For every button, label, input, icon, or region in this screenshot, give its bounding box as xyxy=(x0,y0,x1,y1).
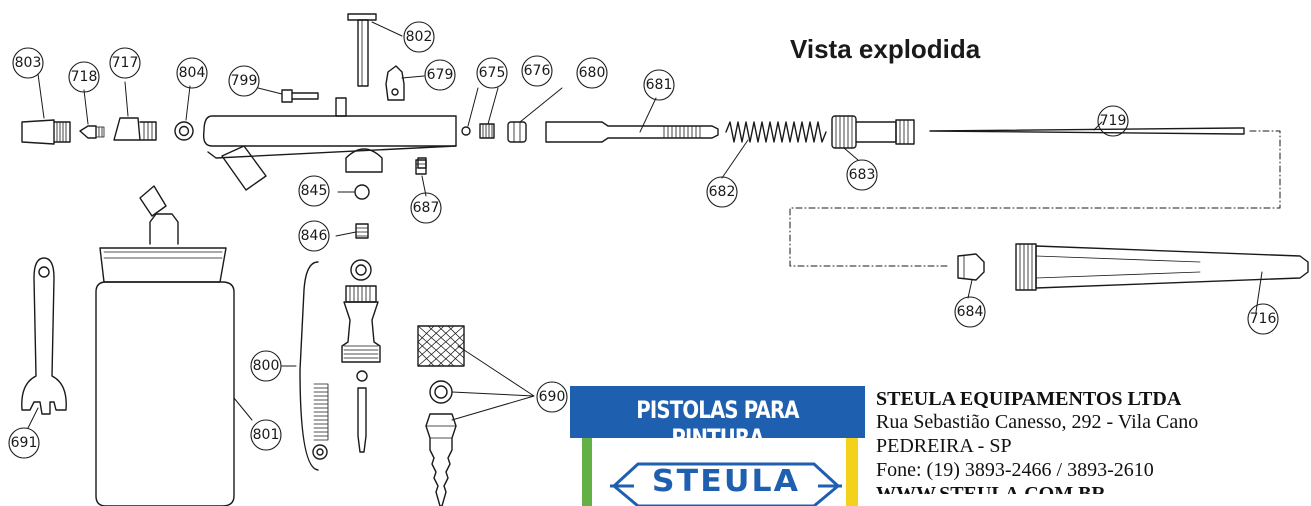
part-719-needle xyxy=(929,127,1245,135)
label-846: 846 xyxy=(301,228,328,244)
part-803-nozzle-cap xyxy=(21,119,71,145)
part-801-jar xyxy=(95,185,235,506)
company-info: STEULA EQUIPAMENTOS LTDA Rua Sebastião C… xyxy=(876,388,1198,494)
label-680: 680 xyxy=(579,65,606,81)
logo-brand-text: STEULA xyxy=(651,464,801,499)
part-717-head xyxy=(113,117,157,141)
label-687: 687 xyxy=(413,200,440,216)
label-800: 800 xyxy=(253,358,280,374)
part-799-screw xyxy=(281,89,319,103)
part-716-handle xyxy=(1015,243,1309,291)
steula-logo: PISTOLAS PARA PINTURA STEULA xyxy=(570,386,865,506)
company-phone: Fone: (19) 3893-2466 / 3893-2610 xyxy=(876,459,1154,481)
label-717: 717 xyxy=(112,55,139,71)
label-799: 799 xyxy=(231,73,258,89)
part-846-spring-small xyxy=(355,223,369,239)
label-circles xyxy=(8,21,1279,459)
part-718-nozzle xyxy=(79,125,105,139)
label-716: 716 xyxy=(1250,311,1277,327)
part-681-guide xyxy=(545,121,719,143)
logo-brand-mark: STEULA xyxy=(610,446,842,506)
part-691-wrench xyxy=(21,257,67,415)
label-845: 845 xyxy=(301,183,328,199)
label-804: 804 xyxy=(179,65,206,81)
label-683: 683 xyxy=(849,167,876,183)
label-681: 681 xyxy=(646,77,673,93)
label-802: 802 xyxy=(406,29,433,45)
label-676: 676 xyxy=(524,63,551,79)
label-803: 803 xyxy=(15,55,42,71)
part-679-lever xyxy=(385,65,405,101)
part-683-chuck xyxy=(831,115,915,149)
part-676-packing xyxy=(479,123,495,139)
label-718: 718 xyxy=(71,69,98,85)
label-719: 719 xyxy=(1100,113,1127,129)
part-800-valve xyxy=(299,259,381,471)
logo-band: PISTOLAS PARA PINTURA xyxy=(570,386,865,452)
label-675: 675 xyxy=(479,65,506,81)
label-690: 690 xyxy=(539,389,566,405)
label-679: 679 xyxy=(427,67,454,83)
part-845-oring xyxy=(354,184,370,200)
label-691: 691 xyxy=(11,435,38,451)
part-684-cap xyxy=(957,253,985,281)
company-address: Rua Sebastião Canesso, 292 - Vila Cano xyxy=(876,411,1199,433)
part-675-oring xyxy=(461,126,471,136)
logo-band-text: PISTOLAS PARA PINTURA xyxy=(636,396,799,452)
label-682: 682 xyxy=(709,184,736,200)
airbrush-body xyxy=(202,97,457,191)
company-name: STEULA EQUIPAMENTOS LTDA xyxy=(876,388,1182,410)
diagram-title: Vista explodida xyxy=(790,34,981,64)
company-website: WWW.STEULA.COM.BR xyxy=(876,483,1106,494)
company-city: PEDREIRA - SP xyxy=(876,435,1012,457)
label-801: 801 xyxy=(253,427,280,443)
part-690-fitting xyxy=(417,325,465,506)
label-684: 684 xyxy=(957,304,984,320)
part-804-washer xyxy=(174,121,194,141)
part-682-spring xyxy=(725,121,827,143)
part-802-trigger xyxy=(347,13,377,87)
logo-yellow-stripe xyxy=(846,438,858,506)
part-687-screw xyxy=(415,159,427,175)
part-680-nut xyxy=(507,121,527,143)
logo-green-stripe xyxy=(582,438,592,506)
